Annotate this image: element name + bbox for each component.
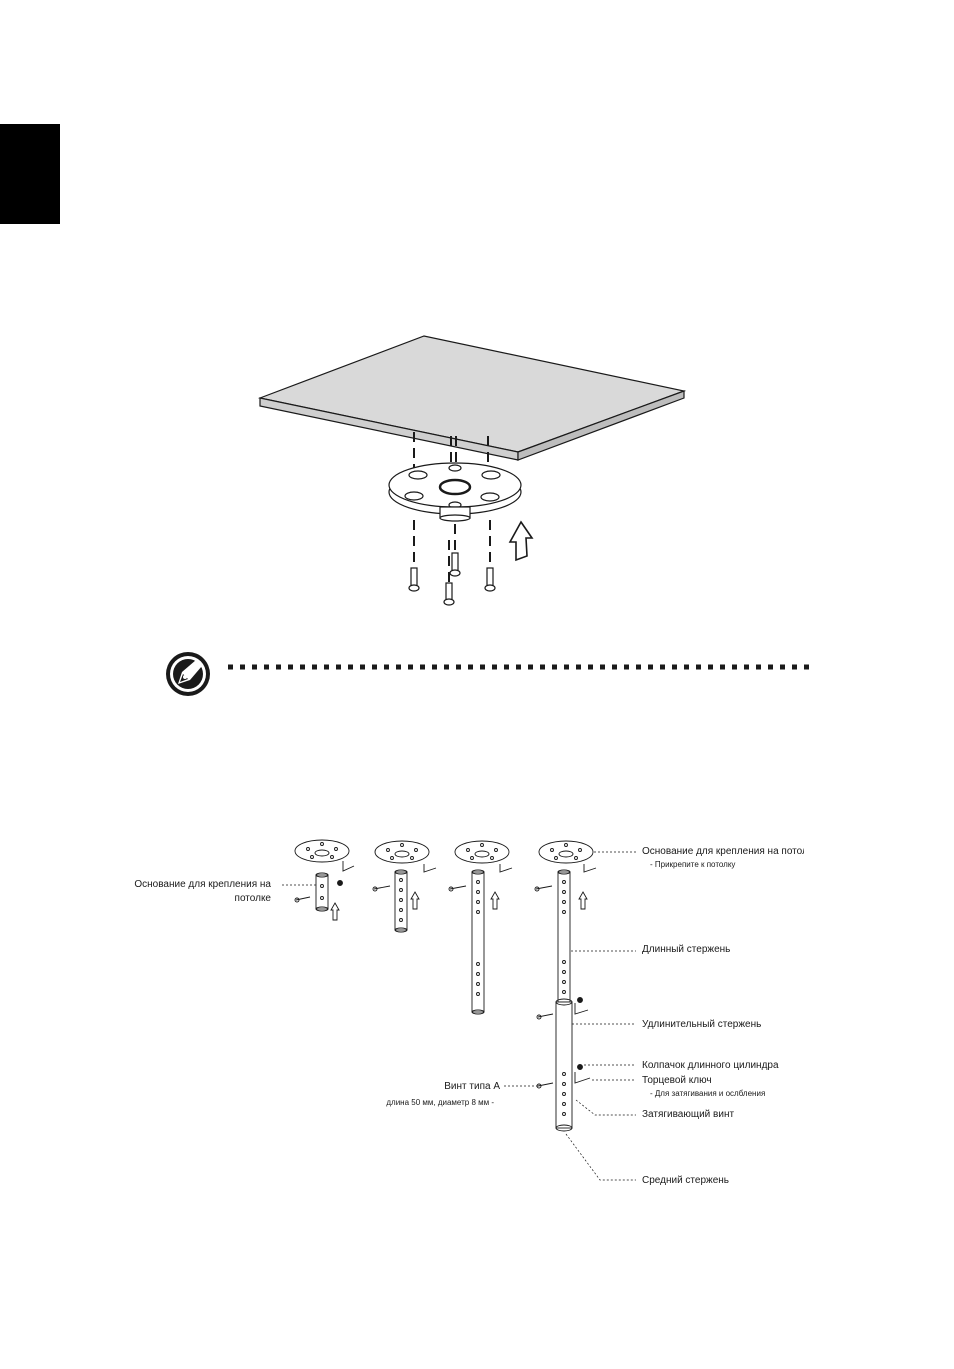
label-left-base-line2: потолке: [100, 893, 271, 905]
up-arrow-icon: [510, 522, 532, 560]
ceiling-slab-top: [260, 336, 684, 452]
side-tab: [0, 124, 60, 224]
label-right-base-sub: - Прикрепите к потолку: [650, 860, 735, 870]
screw-1: [409, 568, 419, 591]
ceiling-mount-figure: [250, 330, 700, 610]
label-screw-spec: длина 50 мм, диаметр 8 мм -: [340, 1098, 494, 1108]
pole-assembly-figure: [280, 830, 640, 1190]
assembly-full: [535, 841, 596, 1131]
assembly-long: [449, 841, 512, 1014]
label-right-base: Основание для крепления на потол: [642, 846, 804, 858]
screw-4: [444, 583, 454, 605]
label-cylinder-cap: Колпачок длинного цилиндра: [642, 1060, 779, 1072]
assembly-medium: [373, 841, 436, 932]
note-pencil-icon: [164, 650, 212, 698]
label-long-rod: Длинный стержень: [642, 944, 730, 956]
label-tightening-screw: Затягивающий винт: [642, 1109, 734, 1121]
label-wrench-sub: - Для затягивания и ослбления: [650, 1089, 765, 1099]
screw-3: [485, 568, 495, 591]
assembly-short: [295, 840, 354, 920]
screw-2: [450, 553, 460, 576]
label-extension-rod: Удлинительный стержень: [642, 1019, 761, 1031]
note-divider: [226, 662, 812, 672]
label-middle-rod: Средний стержень: [642, 1175, 729, 1187]
label-screw-type: Винт типа A: [380, 1081, 500, 1093]
label-wrench: Торцевой ключ: [642, 1075, 712, 1087]
label-left-base-line1: Основание для крепления на: [100, 879, 271, 891]
